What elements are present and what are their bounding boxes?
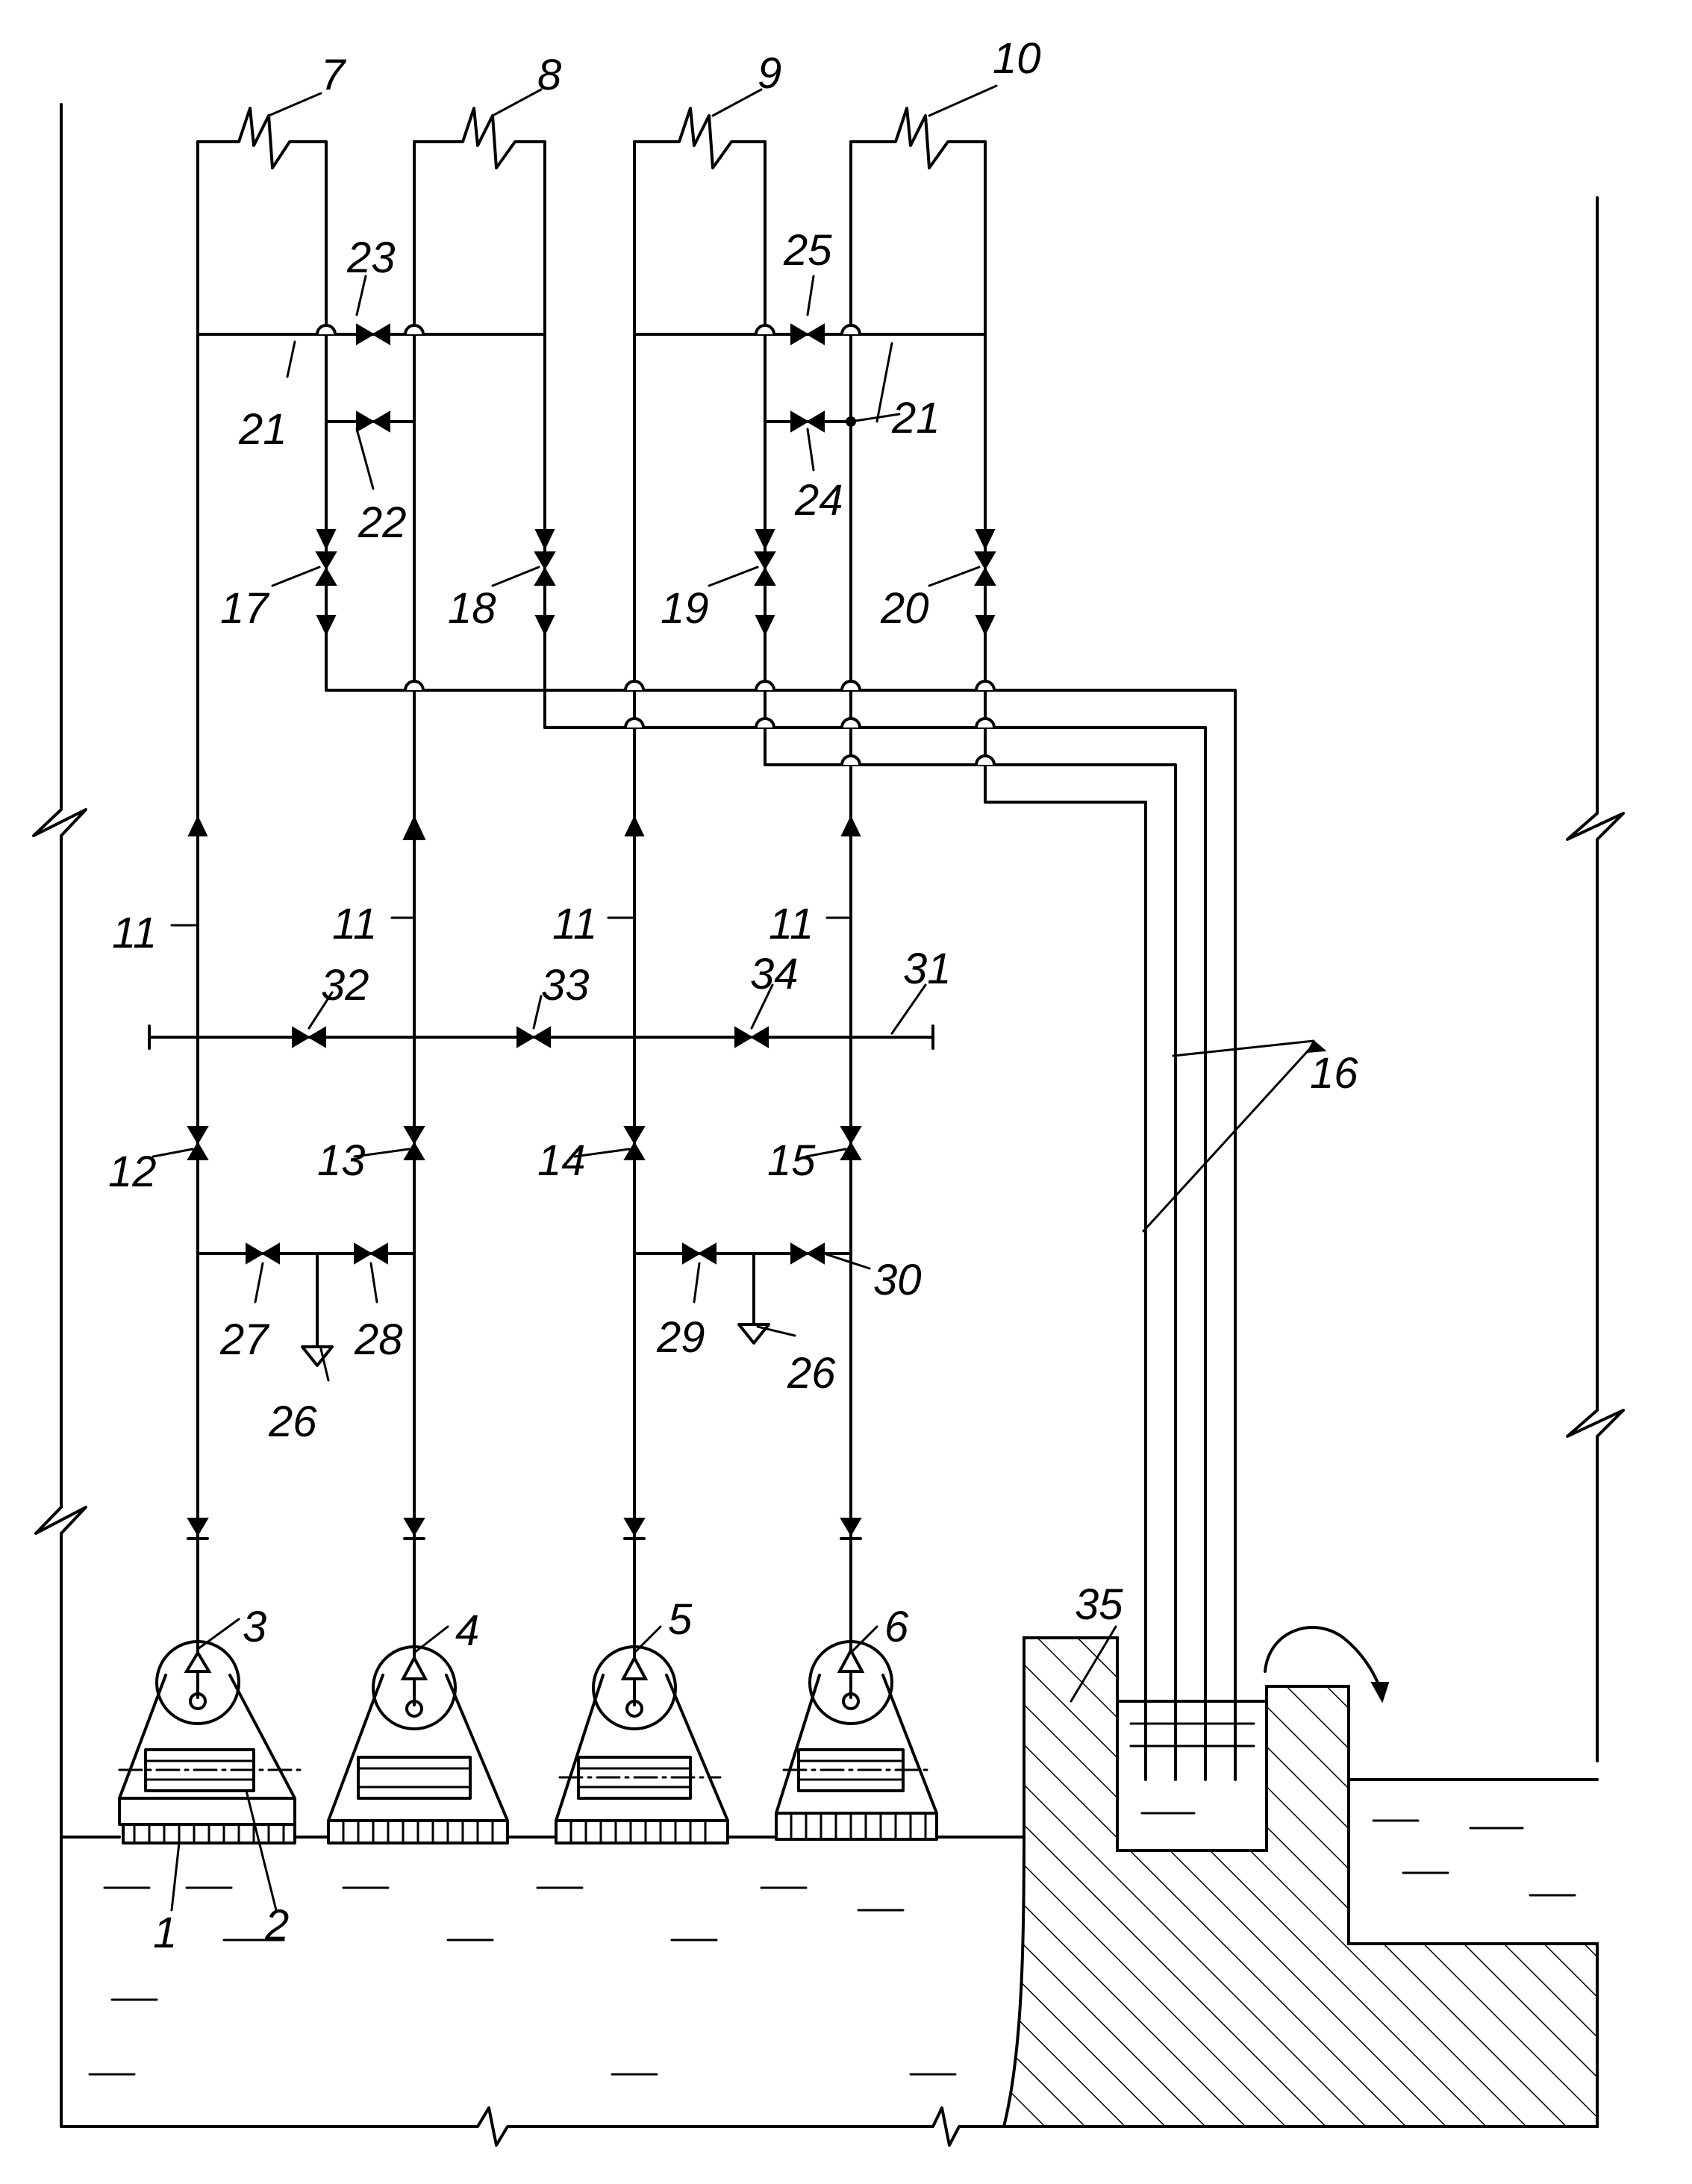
top-outlets — [198, 108, 985, 168]
valve-23 — [357, 325, 390, 344]
label-26-left: 26 — [268, 1398, 317, 1446]
valve-28 — [355, 1244, 387, 1263]
valve-12 — [188, 1127, 207, 1160]
label-16: 16 — [1310, 1049, 1358, 1098]
drain-pipes-16 — [317, 325, 1235, 1780]
dam-35 — [1004, 1627, 1597, 2127]
label-6: 6 — [884, 1603, 909, 1651]
discharge-branches — [198, 1254, 851, 1365]
label-33: 33 — [541, 961, 590, 1010]
label-35: 35 — [1075, 1580, 1123, 1629]
valve-25 — [791, 325, 824, 344]
label-13: 13 — [317, 1136, 366, 1185]
label-8: 8 — [537, 51, 561, 99]
label-26-right: 26 — [787, 1349, 836, 1398]
label-3: 3 — [243, 1603, 266, 1651]
valve-19 — [755, 552, 775, 585]
label-32: 32 — [321, 961, 369, 1010]
label-11-d: 11 — [769, 900, 814, 948]
valve-14 — [625, 1127, 644, 1160]
valve-22 — [357, 412, 390, 431]
label-11-c: 11 — [552, 900, 597, 948]
label-30: 30 — [873, 1256, 922, 1304]
label-21-right: 21 — [891, 394, 940, 442]
water-right — [1349, 1780, 1597, 1895]
water-left — [61, 1837, 1024, 2074]
label-9: 9 — [758, 49, 781, 98]
pump-unit-6 — [776, 1642, 937, 1839]
label-1: 1 — [153, 1909, 177, 1957]
label-18: 18 — [448, 584, 496, 633]
label-17: 17 — [220, 584, 270, 633]
valve-32 — [293, 1027, 325, 1047]
pump-unit-5 — [556, 1647, 728, 1843]
label-23: 23 — [346, 234, 396, 282]
label-21-left: 21 — [238, 405, 287, 454]
label-11-a: 11 — [112, 909, 157, 957]
label-14: 14 — [537, 1136, 586, 1185]
valve-30 — [791, 1244, 824, 1263]
label-4: 4 — [455, 1606, 479, 1655]
label-10: 10 — [993, 34, 1041, 83]
label-19: 19 — [661, 584, 709, 633]
pump-unit-4 — [328, 1647, 508, 1843]
label-28: 28 — [354, 1315, 403, 1364]
label-5: 5 — [668, 1595, 693, 1644]
label-25: 25 — [783, 226, 832, 275]
valve-17 — [316, 552, 336, 585]
pump-unit-3 — [119, 1642, 306, 1843]
valve-15 — [841, 1127, 861, 1160]
label-22: 22 — [358, 498, 407, 547]
valve-34 — [735, 1027, 768, 1047]
label-27: 27 — [219, 1315, 270, 1364]
valve-27 — [246, 1244, 279, 1263]
label-7: 7 — [321, 51, 347, 99]
flow-arrows — [189, 530, 994, 839]
label-34: 34 — [750, 950, 799, 998]
valve-13 — [405, 1127, 424, 1160]
valve-33 — [517, 1027, 550, 1047]
collector-lines — [198, 334, 985, 426]
label-15: 15 — [767, 1136, 816, 1185]
label-29: 29 — [656, 1313, 705, 1362]
label-11-b: 11 — [332, 900, 377, 948]
label-24: 24 — [794, 476, 843, 525]
label-12: 12 — [108, 1148, 157, 1196]
label-2: 2 — [264, 1901, 289, 1950]
valve-29 — [683, 1244, 716, 1263]
label-31: 31 — [903, 945, 952, 993]
label-20: 20 — [880, 584, 929, 633]
labels: 7 8 9 10 23 25 21 21 22 24 17 18 19 20 1… — [108, 34, 1358, 1957]
